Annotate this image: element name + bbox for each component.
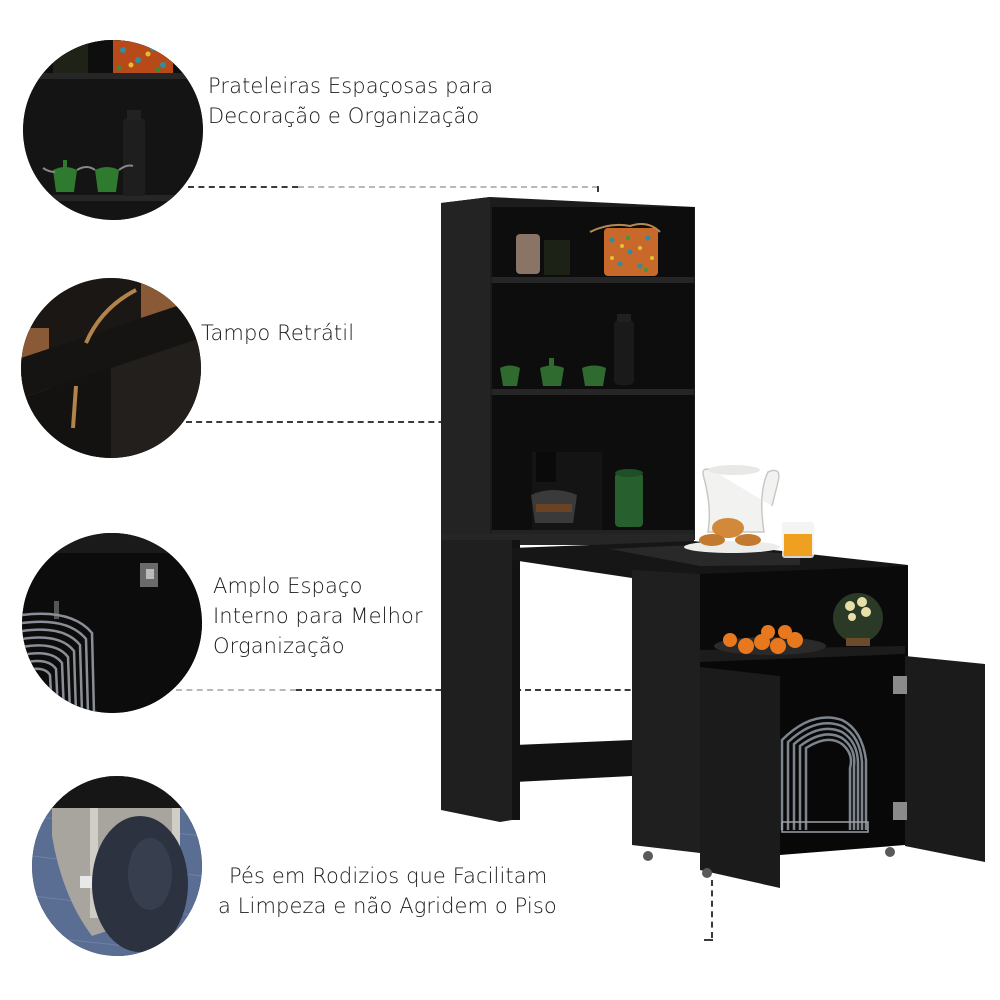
feature-caption-casters: Pés em Rodizios que Facilitam a Limpeza … [218, 861, 557, 921]
leader-line-casters-foot [704, 939, 713, 941]
leader-line-retractable-top [186, 421, 606, 423]
caption-line: Organização [213, 634, 345, 658]
leader-line-casters [711, 880, 713, 938]
leader-line-shelves-tick [597, 186, 599, 192]
caption-line: a Limpeza e não Agridem o Piso [218, 894, 557, 918]
leader-line-shelves [188, 186, 298, 188]
feature-caption-retractable-top: Tampo Retrátil [201, 318, 354, 348]
leader-line-shelves-light [298, 186, 598, 188]
caster-wheel-detail-image [32, 776, 202, 956]
caption-line: Pés em Rodizios que Facilitam [229, 864, 548, 888]
caption-line: Interno para Melhor [213, 604, 423, 628]
hutch-base-desk [441, 534, 694, 822]
leader-line-retractable-top-down [606, 421, 608, 521]
feature-caption-shelves: Prateleiras Espaçosas para Decoração e O… [208, 71, 493, 131]
caption-line: Tampo Retrátil [201, 321, 355, 345]
hutch-upper-cabinet [441, 197, 695, 540]
table-top-items [684, 465, 814, 558]
caption-line: Decoração e Organização [208, 104, 480, 128]
feature-caption-internal-space: Amplo Espaço Interno para Melhor Organiz… [213, 571, 423, 661]
leader-line-internal-space [296, 689, 780, 691]
internal-space-detail-image [22, 533, 202, 713]
leader-line-internal-space-light [176, 689, 296, 691]
retractable-top-detail-image [21, 278, 201, 458]
rolling-cabinet-cart [632, 566, 985, 888]
caption-line: Amplo Espaço [213, 574, 363, 598]
caption-line: Prateleiras Espaçosas para [208, 74, 494, 98]
retractable-table-top [512, 541, 908, 578]
shelves-detail-image [23, 40, 203, 220]
